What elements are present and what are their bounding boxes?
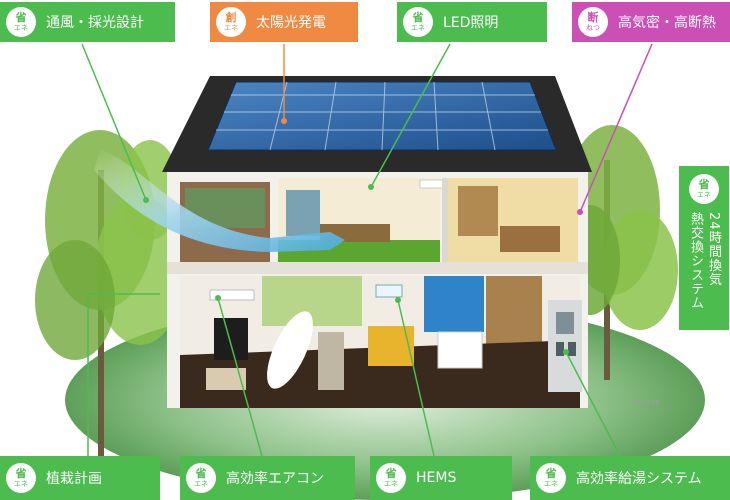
- leader-lines: [81, 43, 653, 457]
- ground-floor: [180, 276, 582, 408]
- label-24h-ventilation-heat-exchange: 省エネ 24時間換気 熱交換システム: [679, 166, 729, 330]
- label-text-line2: 熱交換システム: [688, 212, 703, 310]
- label-text: 太陽光発電: [256, 15, 326, 31]
- label-high-efficiency-water-heater: 省エネ 高効率給湯システム: [530, 456, 730, 500]
- label-text: 高効率エアコン: [226, 471, 324, 487]
- label-insulation: 断ねつ 高気密・高断熱: [572, 2, 730, 42]
- save-energy-badge: 省エネ: [186, 463, 216, 493]
- label-planting-plan: 省エネ 植栽計画: [0, 456, 160, 500]
- label-text: LED照明: [443, 15, 499, 31]
- label-led-lighting: 省エネ LED照明: [397, 2, 547, 42]
- save-energy-badge: 省エネ: [403, 7, 433, 37]
- label-solar-power: 創エネ 太陽光発電: [210, 2, 358, 42]
- insulation-badge: 断ねつ: [578, 7, 608, 37]
- label-text-line1: 24時間換気: [706, 212, 721, 287]
- create-energy-badge: 創エネ: [216, 7, 246, 37]
- label-text: 高効率給湯システム: [576, 471, 702, 487]
- solar-panels: [207, 81, 557, 151]
- save-energy-badge: 省エネ: [6, 7, 36, 37]
- label-ventilation-lighting: 省エネ 通風・採光設計: [0, 2, 175, 42]
- label-text: HEMS: [416, 470, 457, 486]
- save-energy-badge: 省エネ: [689, 174, 719, 204]
- label-text: 高気密・高断熱: [618, 15, 716, 31]
- label-high-efficiency-aircon: 省エネ 高効率エアコン: [180, 456, 355, 500]
- save-energy-badge: 省エネ: [6, 463, 36, 493]
- label-text: 植栽計画: [46, 471, 102, 487]
- label-text: 通風・採光設計: [46, 15, 144, 31]
- image-credit: ※image: [632, 398, 660, 406]
- save-energy-badge: 省エネ: [376, 463, 406, 493]
- label-hems: 省エネ HEMS: [370, 456, 512, 500]
- save-energy-badge: 省エネ: [536, 463, 566, 493]
